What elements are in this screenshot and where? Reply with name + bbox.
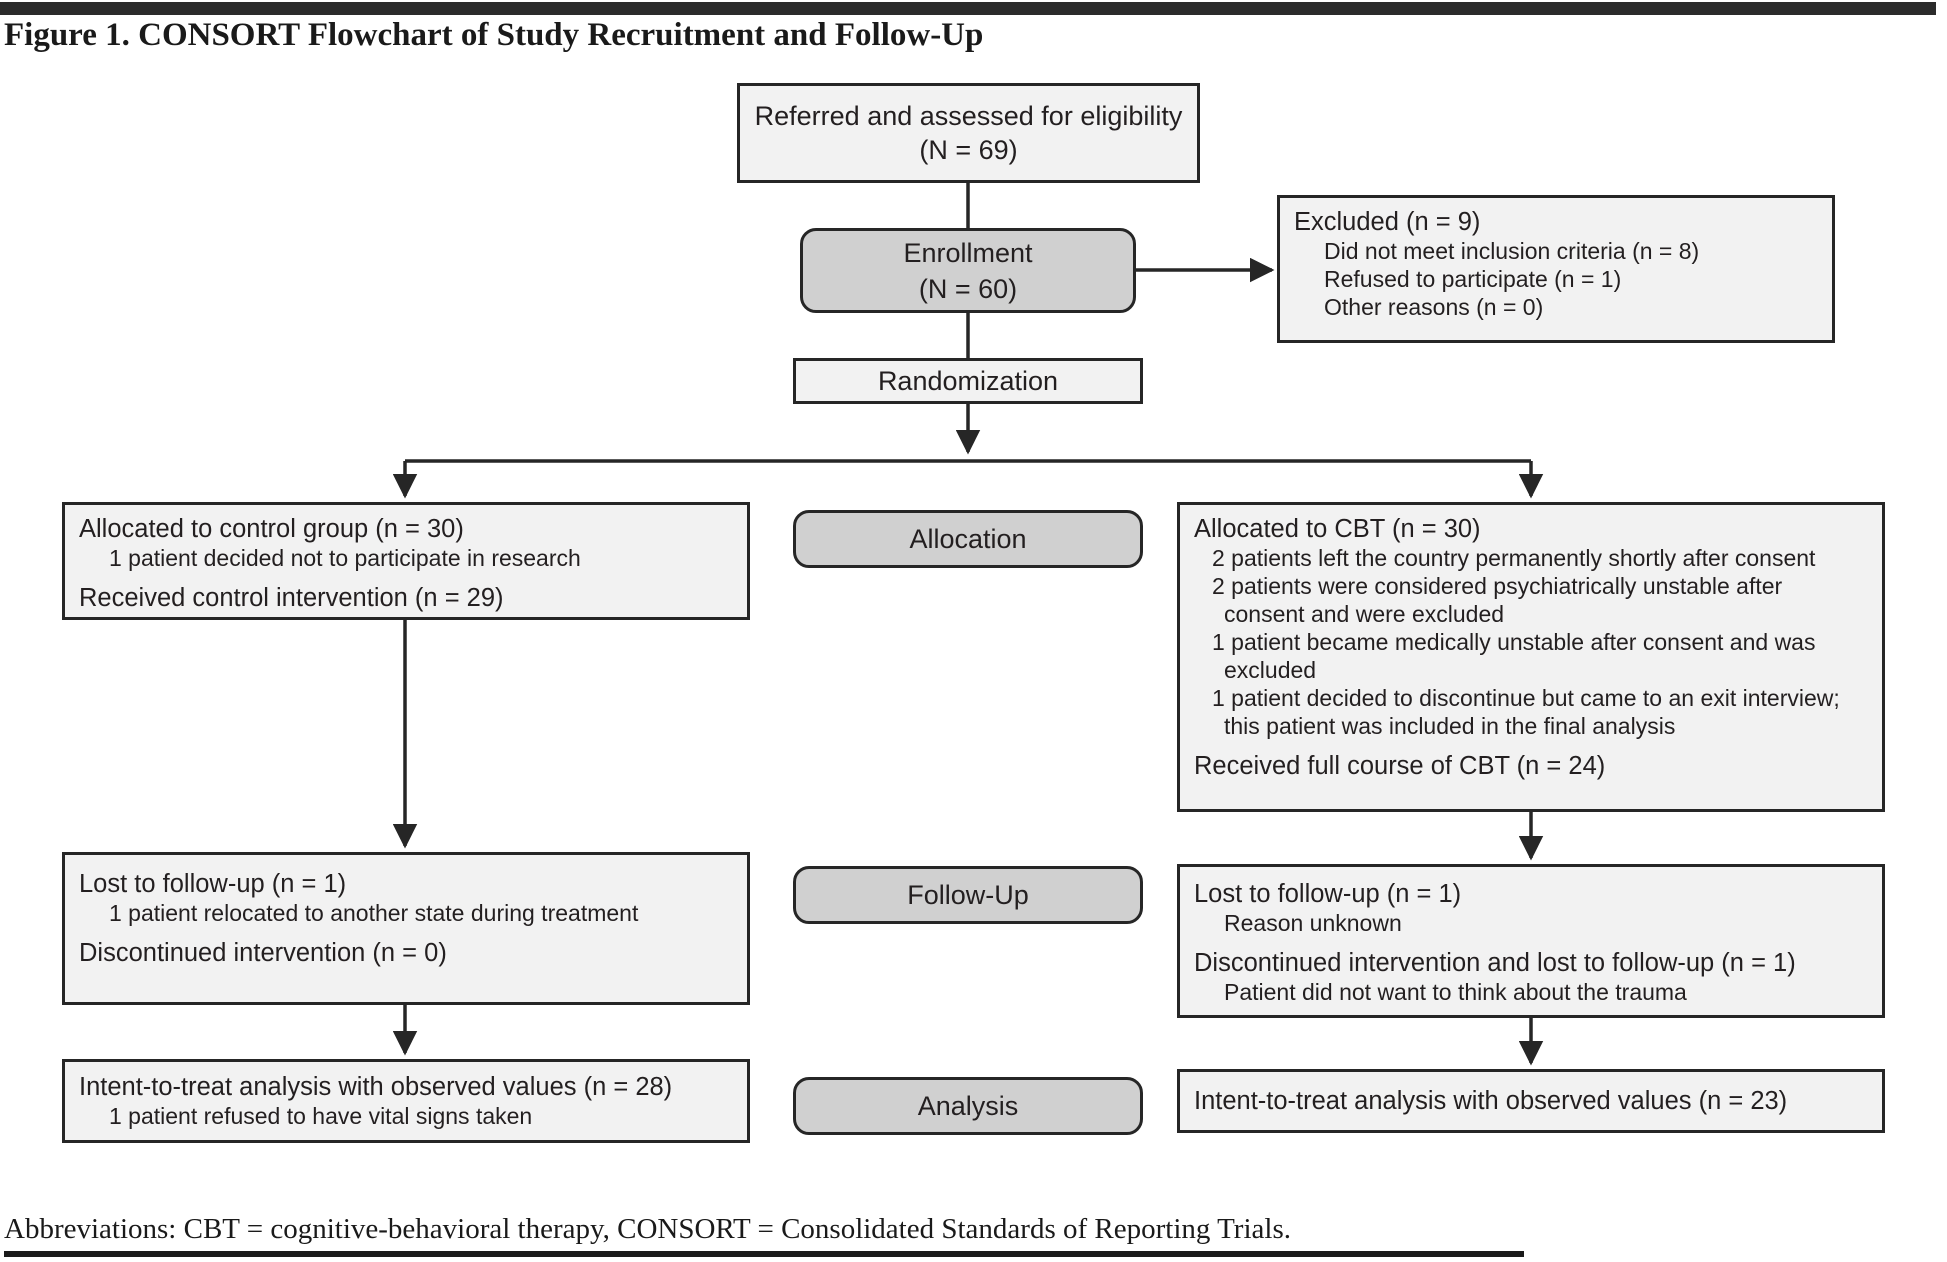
node-enrollment-box: Enrollment (N = 60): [800, 228, 1136, 313]
cbt-allocated-received: Received full course of CBT (n = 24): [1194, 752, 1606, 780]
cbt-followup-discontinued: Discontinued intervention and lost to fo…: [1194, 949, 1796, 977]
control-allocated-received: Received control intervention (n = 29): [79, 584, 504, 612]
cbt-followup-discontinued-item-0: Patient did not want to think about the …: [1224, 979, 1687, 1005]
referred-line-1: Referred and assessed for eligibility: [754, 101, 1183, 131]
stage-followup-label: Follow-Up: [907, 879, 1029, 910]
node-referred-box: Referred and assessed for eligibility (N…: [737, 83, 1200, 183]
node-control-analysis-box: Intent-to-treat analysis with observed v…: [62, 1059, 750, 1143]
node-randomization-box: Randomization: [793, 358, 1143, 404]
node-control-followup-box: Lost to follow-up (n = 1) 1 patient relo…: [62, 852, 750, 1005]
excluded-heading: Excluded (n = 9): [1294, 208, 1481, 236]
enrollment-line-1: Enrollment: [903, 237, 1033, 268]
stage-followup: Follow-Up: [793, 866, 1143, 924]
node-cbt-analysis-box: Intent-to-treat analysis with observed v…: [1177, 1069, 1885, 1133]
control-analysis-heading: Intent-to-treat analysis with observed v…: [79, 1073, 673, 1101]
enrollment-line-2: (N = 60): [918, 273, 1018, 304]
figure-footer: Abbreviations: CBT = cognitive-behaviora…: [4, 1213, 1291, 1245]
referred-line-2: (N = 69): [919, 135, 1018, 165]
control-allocated-heading: Allocated to control group (n = 30): [79, 515, 464, 543]
node-excluded-box: Excluded (n = 9) Did not meet inclusion …: [1277, 195, 1835, 343]
excluded-item-1: Refused to participate (n = 1): [1324, 266, 1622, 292]
cbt-analysis-heading: Intent-to-treat analysis with observed v…: [1194, 1087, 1788, 1115]
cbt-followup-item-0: Reason unknown: [1224, 910, 1402, 936]
node-control-allocated-box: Allocated to control group (n = 30) 1 pa…: [62, 502, 750, 620]
node-cbt-allocated-box: Allocated to CBT (n = 30) 2 patients lef…: [1177, 502, 1885, 812]
stage-allocation: Allocation: [793, 510, 1143, 568]
cbt-allocated-item-2: 1 patient became medically unstable afte…: [1212, 629, 1816, 683]
stage-analysis-label: Analysis: [917, 1090, 1019, 1121]
control-analysis-item-0: 1 patient refused to have vital signs ta…: [109, 1103, 533, 1129]
cbt-allocated-item-3: 1 patient decided to discontinue but cam…: [1212, 685, 1840, 739]
node-cbt-followup-box: Lost to follow-up (n = 1) Reason unknown…: [1177, 864, 1885, 1018]
stage-allocation-label: Allocation: [909, 523, 1027, 554]
control-followup-item-0: 1 patient relocated to another state dur…: [109, 900, 639, 926]
bottom-rule: [4, 1251, 1524, 1257]
cbt-allocated-heading: Allocated to CBT (n = 30): [1194, 515, 1481, 543]
stage-analysis: Analysis: [793, 1077, 1143, 1135]
top-rule: [0, 2, 1936, 15]
cbt-allocated-item-0: 2 patients left the country permanently …: [1212, 545, 1816, 571]
cbt-allocated-item-1: 2 patients were considered psychiatrical…: [1212, 573, 1783, 627]
figure-title: Figure 1. CONSORT Flowchart of Study Rec…: [4, 17, 984, 53]
control-followup-discontinued: Discontinued intervention (n = 0): [79, 939, 447, 967]
control-allocated-item-0: 1 patient decided not to participate in …: [109, 545, 581, 571]
excluded-item-0: Did not meet inclusion criteria (n = 8): [1324, 238, 1700, 264]
control-followup-heading: Lost to follow-up (n = 1): [79, 870, 347, 898]
excluded-item-2: Other reasons (n = 0): [1324, 294, 1544, 320]
cbt-followup-heading: Lost to follow-up (n = 1): [1194, 880, 1462, 908]
randomization-label: Randomization: [877, 366, 1059, 396]
